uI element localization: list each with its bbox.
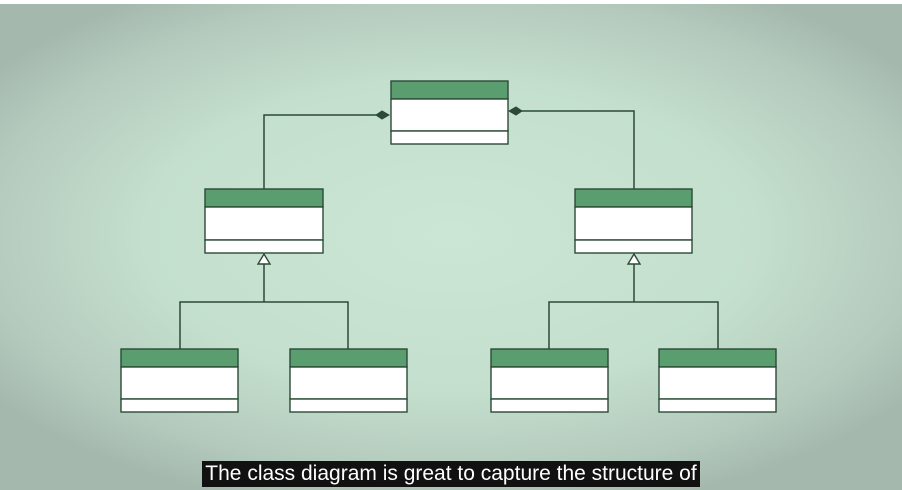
composition-line-left: [263, 114, 382, 189]
composition-diamond-left: [375, 110, 391, 120]
class-box-left-parent: [204, 188, 324, 254]
class-box-root: [390, 80, 509, 145]
class-box-right-child-2: [658, 348, 777, 413]
subtitle-text: The class diagram is great to capture th…: [202, 461, 700, 487]
generalization-arrow-left: [256, 252, 272, 265]
composition-diamond-right: [507, 106, 523, 116]
subtitle-area: The class diagram is great to capture th…: [0, 461, 902, 487]
class-box-left-child-1: [120, 348, 239, 413]
composition-line-right: [516, 110, 635, 189]
class-box-left-child-2: [289, 348, 408, 413]
generalization-line-right: [548, 264, 719, 349]
generalization-arrow-right: [626, 252, 642, 265]
class-box-right-parent: [574, 188, 693, 254]
generalization-line-left: [179, 264, 349, 349]
class-diagram: [120, 80, 777, 413]
class-box-right-child-1: [490, 348, 609, 413]
